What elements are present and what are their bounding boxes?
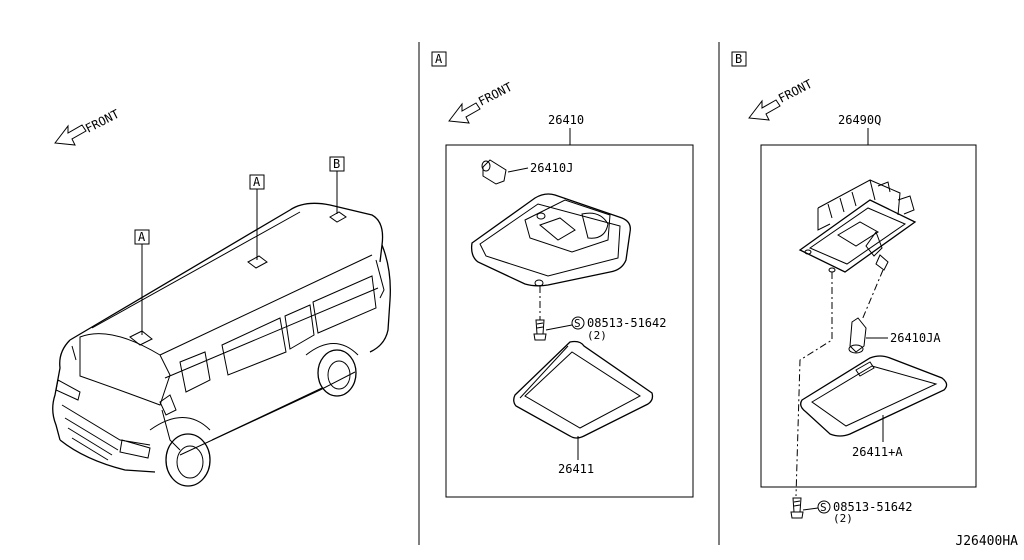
panel-a-screw-part: 08513-51642 — [587, 316, 666, 330]
svg-text:FRONT: FRONT — [476, 80, 515, 109]
panel-b-screw: S 08513-51642 (2) — [790, 497, 912, 525]
panel-a-lens — [513, 340, 654, 439]
panel-b-bracket — [798, 179, 917, 273]
callout-a-middle: A — [249, 174, 265, 260]
panel-a-assembly-part: 26410 — [548, 113, 584, 127]
callout-b-rear: B — [329, 156, 345, 214]
panel-a-screw-symbol: S — [574, 317, 581, 330]
van-illustration — [52, 202, 391, 487]
panel-b-lens-part: 26411+A — [852, 445, 903, 459]
panel-b-screw-qty: (2) — [833, 512, 853, 525]
panel-a-front-arrow: FRONT — [448, 80, 515, 124]
panel-a-screw-qty: (2) — [587, 329, 607, 342]
svg-text:B: B — [333, 157, 340, 171]
panel-b-title: B — [731, 51, 747, 67]
panel-a-screw-symbol-circle — [571, 316, 585, 330]
panel-b-assembly-part: 26490Q — [838, 113, 881, 127]
panel-a-housing — [470, 193, 631, 287]
panel-a-bulb-part: 26410J — [530, 161, 573, 175]
panel-b-lens — [800, 355, 948, 437]
diagram-id: J26400HA — [955, 534, 1018, 549]
svg-text:A: A — [435, 52, 443, 66]
panel-a-bulb: 26410J — [481, 159, 573, 185]
panel-b-bulb-centerline — [861, 269, 884, 321]
svg-text:FRONT: FRONT — [776, 77, 815, 106]
panel-b-bulb-part: 26410JA — [890, 331, 941, 345]
panel-b-front-arrow: FRONT — [748, 77, 815, 121]
svg-text:A: A — [138, 230, 146, 244]
panel-a-title: A — [431, 51, 447, 67]
callout-a-front: A — [134, 229, 150, 335]
front-label: FRONT — [83, 107, 122, 136]
panel-a-lens-part: 26411 — [558, 462, 594, 476]
panel-b-screw-symbol-circle — [817, 500, 831, 514]
panel-b-screw-centerline — [795, 272, 833, 497]
panel-b-assembly-box — [760, 144, 977, 488]
panel-a-screw: S 08513-51642 (2) — [533, 316, 666, 342]
left-front-arrow: FRONT — [54, 107, 122, 146]
panel-b-bulb: 26410JA — [848, 317, 941, 354]
svg-text:B: B — [735, 52, 742, 66]
panel-b-screw-symbol: S — [820, 501, 827, 514]
panel-a-assembly-box — [445, 144, 694, 498]
panel-b-screw-part: 08513-51642 — [833, 500, 912, 514]
svg-text:A: A — [253, 175, 261, 189]
